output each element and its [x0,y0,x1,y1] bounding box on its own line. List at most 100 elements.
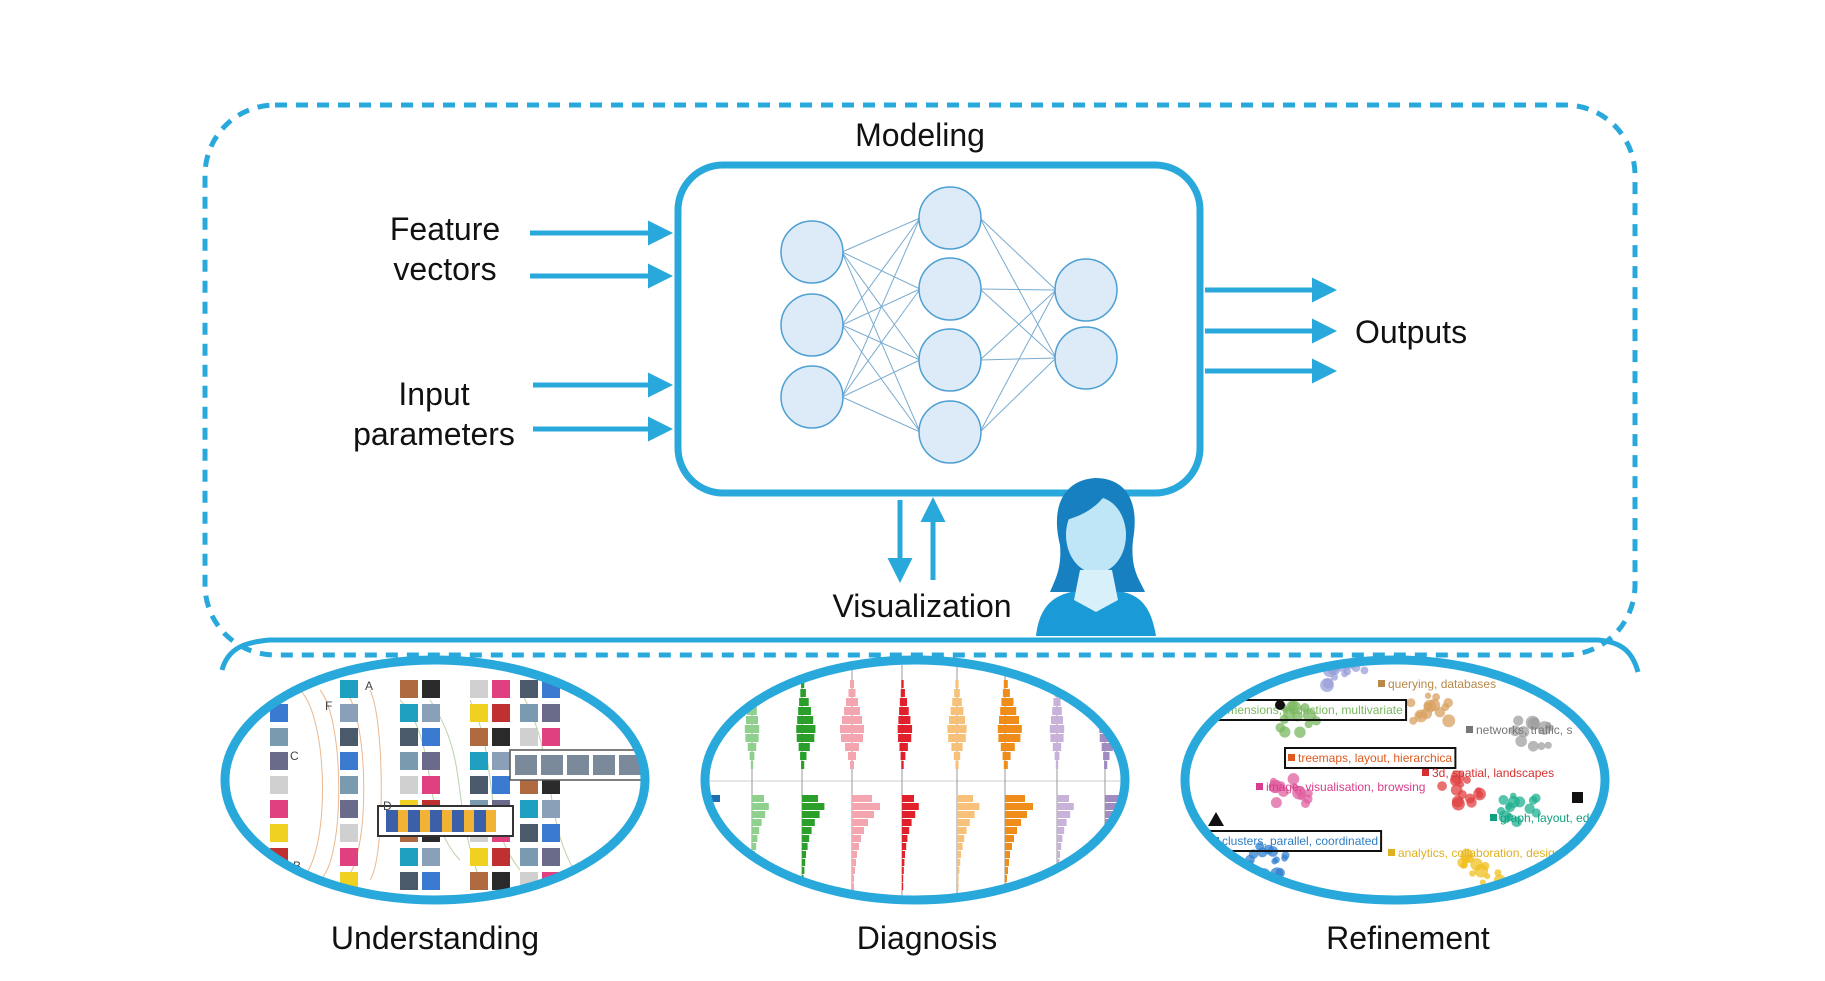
histogram-bar [957,835,965,842]
histogram-bar [897,725,913,733]
thumbnail-image-cell [520,680,538,698]
input-parameters-arrows [533,372,673,442]
thumbnail-image-cell [270,728,288,746]
neural-network-edge [979,288,1057,359]
thumbnail-image-cell [270,896,288,900]
histogram-bar [1053,698,1061,706]
histogram-bar [800,689,806,697]
neural-network-edge [841,288,921,398]
cluster-dot [1268,779,1283,794]
histogram-bar [902,835,908,842]
svg-text:A: A [365,679,373,693]
histogram-bar [801,680,805,688]
histogram-bar [1005,803,1033,810]
refinement-tag: dimensions, reduction, multivariate [1218,703,1403,717]
histogram-bar [997,725,1022,733]
diagnosis-thumbnail [700,655,1130,905]
thumbnail-image-cell [400,704,418,722]
cluster-dot [1517,726,1530,738]
histogram-bar [902,827,910,834]
thumbnail-image-cell [520,824,538,842]
cluster-dot [1320,678,1334,693]
neural-network-node [780,220,844,284]
refinement-tag: querying, databases [1388,677,1496,691]
histogram-bar [746,716,758,724]
histogram-bar [899,743,908,751]
histogram-bar [957,827,967,834]
cluster-dot [1497,806,1506,816]
histogram-bar [800,752,807,760]
cluster-dot [1530,717,1539,727]
thumbnail-image-cell [470,872,488,890]
neural-network-edge [979,289,1057,361]
cluster-dot [1537,742,1546,751]
histogram-bar [1005,819,1021,826]
histogram-bar [752,803,769,810]
thumbnail-image-cell [492,728,510,746]
histogram-bar [954,689,960,697]
histogram-bar [902,875,904,882]
neural-network-node [918,400,982,464]
refinement-tag: networks, traffic, s [1476,723,1572,737]
cluster-dot [1515,735,1527,748]
cluster-dot [1511,816,1522,828]
histogram-bar [848,689,856,697]
cluster-dot [1279,726,1291,738]
visualization-label: Visualization [832,588,1012,624]
histogram-bar [1005,811,1027,818]
histogram-bar [900,752,906,760]
cluster-dot [1463,776,1471,784]
neural-network-node [1054,258,1118,322]
thumbnail-image-cell [470,848,488,866]
histogram-bar [850,761,854,769]
histogram-bar [1057,819,1067,826]
thumbnail-image-cell [340,848,358,866]
neural-network-edge [979,357,1057,433]
cluster-dot [1434,706,1446,718]
histogram-bar [844,707,860,715]
histogram-bar [842,716,862,724]
histogram-bar [957,875,959,882]
cluster-dot [1270,797,1282,809]
histogram-bar [1101,743,1113,751]
histogram-bar [1103,689,1109,697]
histogram-bar [1005,843,1012,850]
histogram-bar [1057,827,1065,834]
cluster-dot [1545,721,1552,729]
refinement-label: Refinement [1326,920,1490,956]
histogram-bar [852,795,872,802]
histogram-bar [1057,811,1071,818]
histogram-bar [1005,875,1007,882]
histogram-bar [852,851,857,858]
histogram-bar [750,680,754,688]
histogram-bar [953,752,961,760]
neural-network-edge [979,217,1057,291]
histogram-bar [802,811,820,818]
cluster-dot [1514,796,1526,808]
cluster-dot [1498,794,1509,805]
histogram-bar [957,843,963,850]
histogram-bar [900,689,905,697]
histogram-bar [799,698,809,706]
histogram-bar [852,883,854,890]
thumbnail-image-cell [542,728,560,746]
histogram-bar [747,707,757,715]
histogram-bar [1102,698,1112,706]
histogram-bar [955,680,959,688]
cluster-dot [1423,702,1433,711]
histogram-bar [1057,843,1062,850]
histogram-bar [749,752,755,760]
thumbnail-image-cell [422,848,440,866]
svg-text:F: F [325,699,332,713]
histogram-bar [1055,761,1059,769]
histogram-bar [1005,835,1014,842]
neural-network-node [918,186,982,250]
histogram-bar [950,707,964,715]
histogram-bar [899,707,909,715]
histogram-bar [957,859,961,866]
neural-network-edge [841,217,921,326]
thumbnail-image-cell [492,752,510,770]
thumbnail-image-cell [340,824,358,842]
feature-vectors-label-line2: vectors [393,251,497,287]
histogram-bar [1057,875,1059,882]
